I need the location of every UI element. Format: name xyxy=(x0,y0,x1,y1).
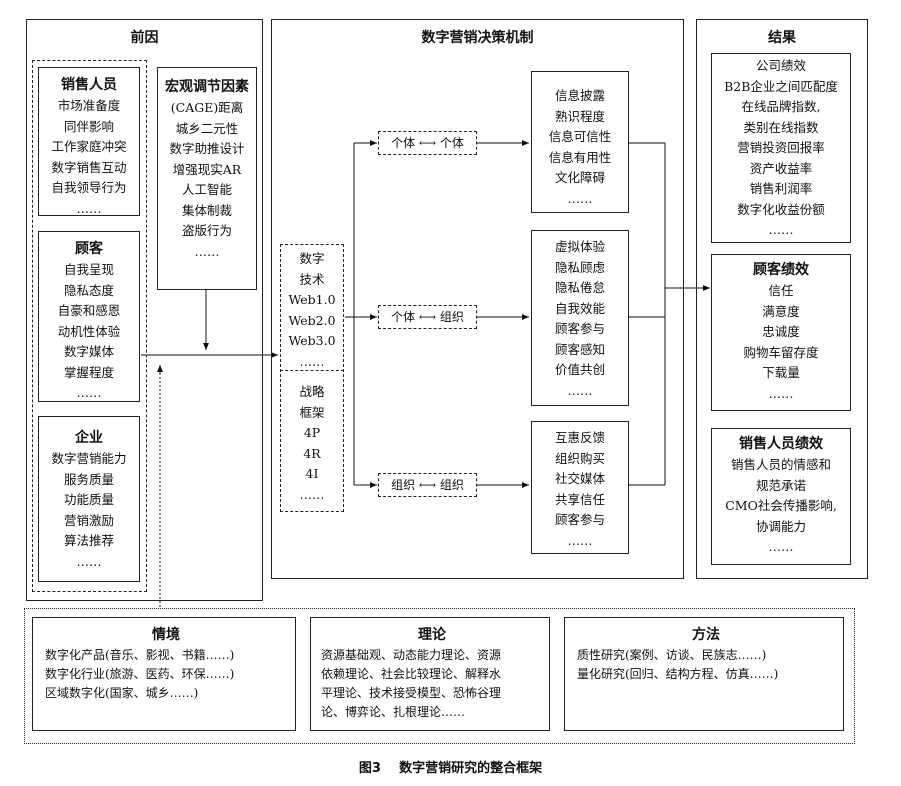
pair-organization-organization: 组织 ⟷ 组织 xyxy=(378,473,477,497)
results-panel xyxy=(696,19,868,579)
macro-box: 宏观调节因素 (CAGE)距离 城乡二元性 数字助推设计 增强现实AR 人工智能… xyxy=(157,67,257,290)
method-heading: 方法 xyxy=(692,627,720,643)
antecedents-title: 前因 xyxy=(130,30,159,46)
sales-performance-box: 销售人员绩效 销售人员的情感和 规范承诺 CMO社会传播影响, 协调能力 …… xyxy=(711,428,851,565)
context-box: 情境 数字化产品(音乐、影视、书籍……) 数字化行业(旅游、医药、环保……) 区… xyxy=(32,617,296,731)
mechanism-box-2: 虚拟体验 隐私顾虑 隐私倦怠 自我效能 顾客参与 顾客感知 价值共创 …… xyxy=(531,230,629,406)
macro-heading: 宏观调节因素 xyxy=(165,79,249,95)
sales-heading: 销售人员 xyxy=(61,77,117,93)
context-heading: 情境 xyxy=(152,627,180,643)
mechanism-box-1: 信息披露 熟识程度 信息可信性 信息有用性 文化障碍 …… xyxy=(531,71,629,213)
sales-box: 销售人员 市场准备度 同伴影响 工作家庭冲突 数字销售互动 自我领导行为 …… xyxy=(38,67,140,216)
mechanism-box-3: 互惠反馈 组织购买 社交媒体 共享信任 顾客参与 …… xyxy=(531,421,629,554)
theory-box: 理论 资源基础观、动态能力理论、资源 依赖理论、社会比较理论、解释水 平理论、技… xyxy=(310,617,550,731)
figure-caption: 图3 数字营销研究的整合框架 xyxy=(358,761,543,776)
method-box: 方法 质性研究(案例、访谈、民族志……) 量化研究(回归、结构方程、仿真……) xyxy=(564,617,844,731)
pair-individual-organization: 个体 ⟷ 组织 xyxy=(378,305,477,329)
firm-box: 企业 数字营销能力 服务质量 功能质量 营销激励 算法推荐 …… xyxy=(38,416,140,582)
tech-strategy-box: 数字 技术 Web1.0 Web2.0 Web3.0 …… 战略 框架 4P 4… xyxy=(280,244,344,512)
tech-strategy-divider xyxy=(280,370,344,371)
customer-box: 顾客 自我呈现 隐私态度 自豪和感恩 动机性体验 数字媒体 掌握程度 …… xyxy=(38,231,140,402)
firm-heading: 企业 xyxy=(75,430,103,446)
customer-performance-heading: 顾客绩效 xyxy=(753,262,809,278)
company-performance-box: 公司绩效 B2B企业之间匹配度 在线品牌指数, 类别在线指数 营销投资回报率 资… xyxy=(711,53,851,243)
antecedents-group xyxy=(32,60,147,592)
pair-individual-individual: 个体 ⟷ 个体 xyxy=(378,131,477,155)
mechanism-title: 数字营销决策机制 xyxy=(421,30,534,46)
mechanism-panel xyxy=(271,19,684,579)
bottom-section xyxy=(24,608,855,744)
customer-performance-box: 顾客绩效 信任 满意度 忠诚度 购物车留存度 下载量 …… xyxy=(711,254,851,411)
results-title: 结果 xyxy=(768,30,796,46)
customer-heading: 顾客 xyxy=(75,241,103,257)
sales-performance-heading: 销售人员绩效 xyxy=(739,436,823,452)
theory-heading: 理论 xyxy=(418,627,446,643)
antecedents-panel xyxy=(26,19,263,601)
